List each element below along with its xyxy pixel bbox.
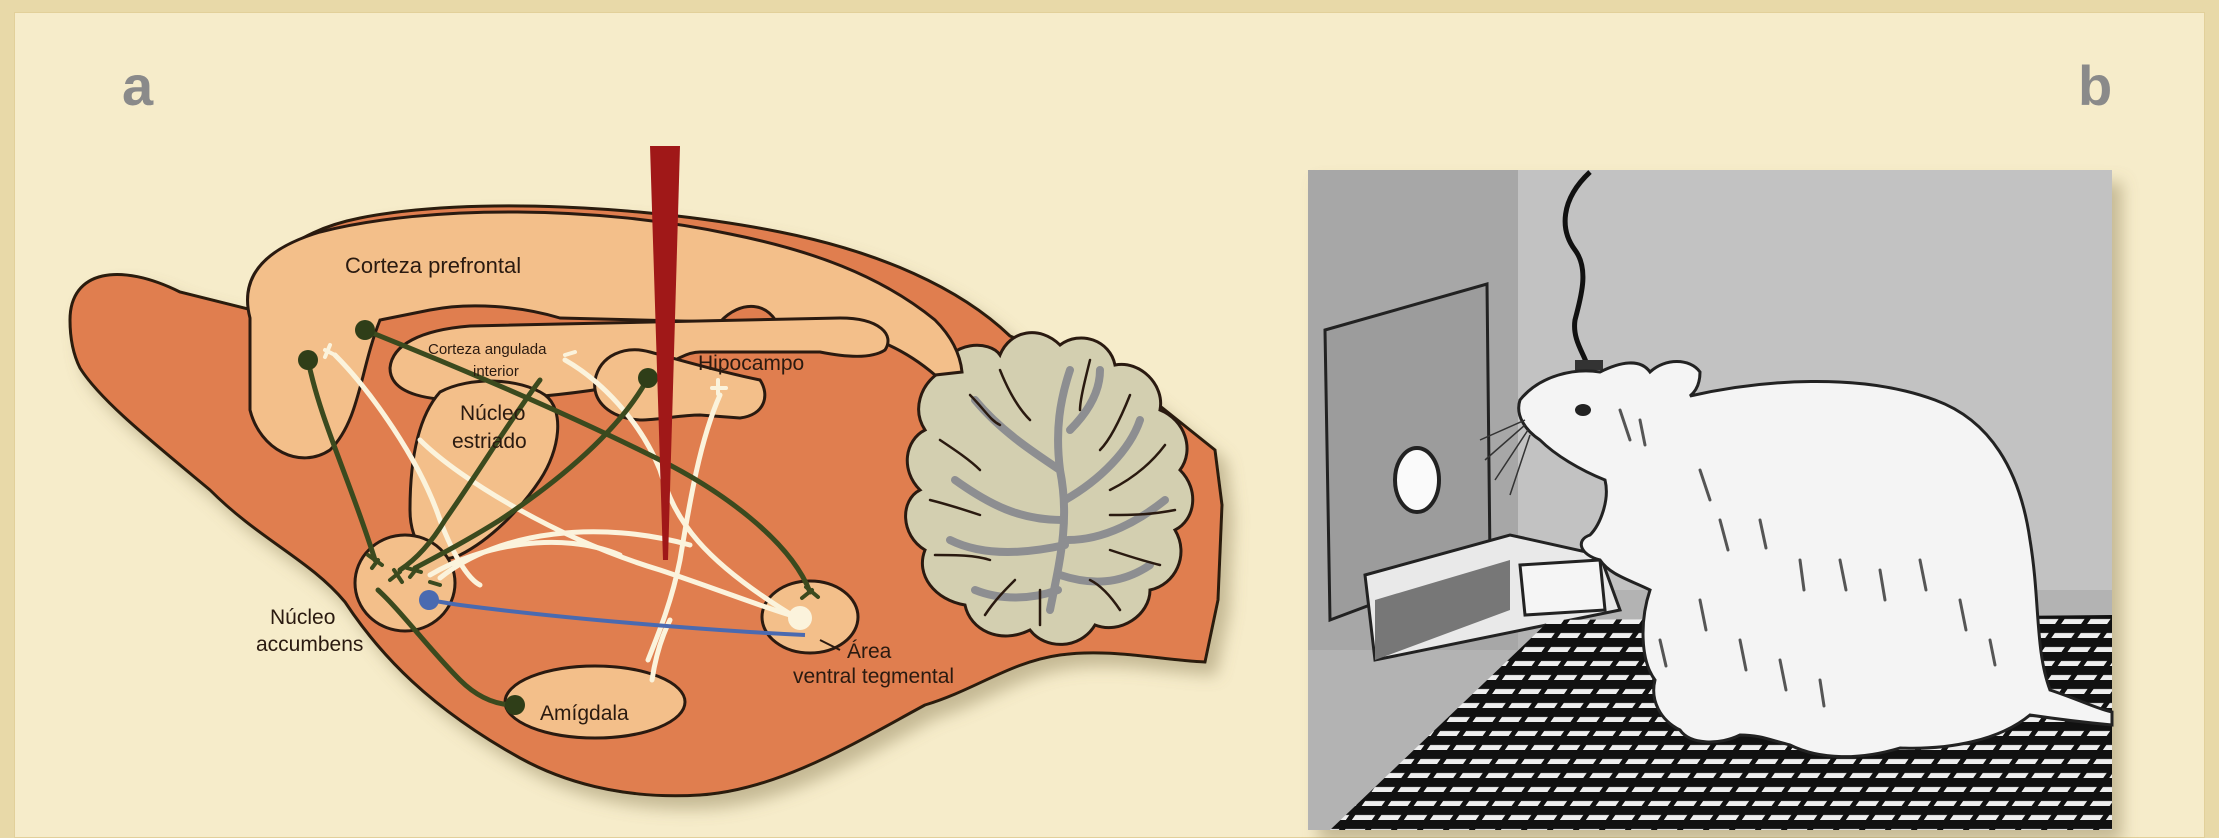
brain-diagram: Corteza prefrontal Corteza angulada inte… [70,146,1222,796]
label-striatum-1: Núcleo [460,402,525,425]
lever [1520,560,1605,615]
label-accumbens-2: accumbens [256,633,363,656]
label-accumbens-1: Núcleo [270,606,335,629]
label-amygdala: Amígdala [540,702,629,725]
vta-neuron-icon [788,606,812,630]
label-striatum-2: estriado [452,430,527,453]
label-hippocampus: Hipocampo [698,352,804,375]
label-vta-2: ventral tegmental [793,665,954,688]
rat-photo [1308,170,2112,830]
cerebellum [906,333,1193,645]
dopamine-neuron-icon [419,590,439,610]
label-cingulate-2: interior [473,363,519,380]
light-cue-icon [1395,448,1439,512]
label-prefrontal: Corteza prefrontal [345,253,521,278]
label-vta-1: Área [847,640,892,663]
label-cingulate-1: Corteza angulada [428,341,547,358]
rat-eye-icon [1575,404,1591,416]
